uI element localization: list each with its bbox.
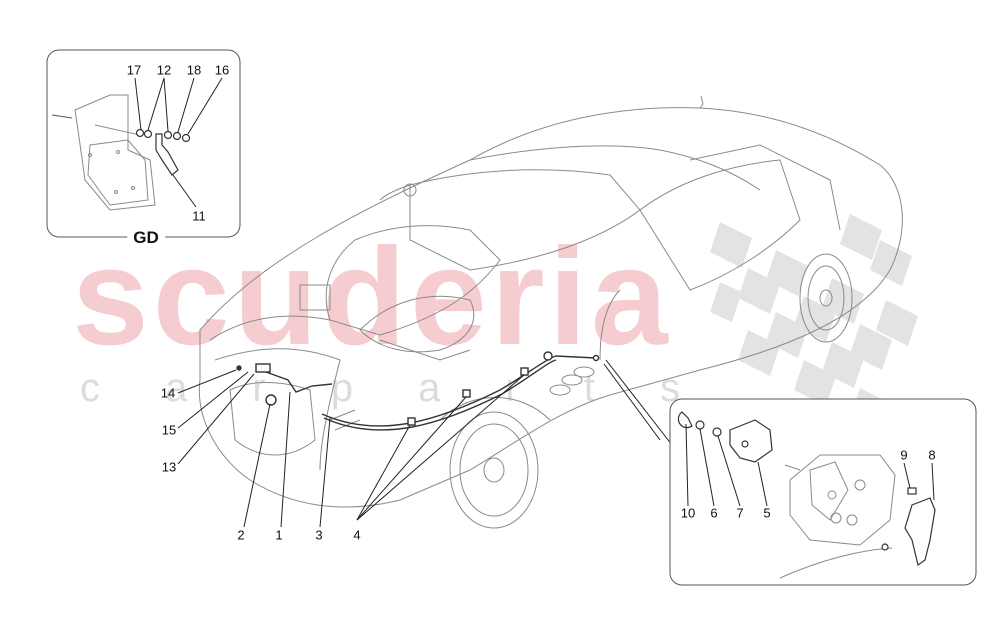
watermark-letter: r — [252, 366, 266, 410]
watermark-letter: a — [418, 366, 441, 410]
callout-2: 2 — [237, 527, 245, 543]
callout-9: 9 — [900, 447, 908, 463]
gd-inset-label: GD — [127, 228, 165, 248]
callout-13: 13 — [161, 459, 177, 475]
callout-1: 1 — [275, 527, 283, 543]
callout-18: 18 — [186, 62, 202, 78]
watermark-letter: p — [330, 366, 354, 410]
watermark-subtitle: c a r p a r t s — [80, 368, 680, 408]
callout-6: 6 — [710, 505, 718, 521]
callout-5: 5 — [763, 505, 771, 521]
callout-3: 3 — [315, 527, 323, 543]
watermark-letter: s — [659, 366, 680, 410]
callout-10: 10 — [680, 505, 696, 521]
callout-16: 16 — [214, 62, 230, 78]
callout-12: 12 — [156, 62, 172, 78]
callout-8: 8 — [928, 447, 936, 463]
callout-11: 11 — [192, 208, 206, 224]
watermark-brand: scuderia — [72, 220, 672, 374]
callout-15: 15 — [161, 422, 177, 438]
callout-7: 7 — [736, 505, 744, 521]
watermark-letter: c — [80, 366, 100, 410]
callout-14: 14 — [160, 385, 176, 401]
callout-17: 17 — [126, 62, 142, 78]
watermark-letter: t — [583, 366, 595, 410]
watermark-letter: a — [165, 366, 188, 410]
callout-4: 4 — [353, 527, 361, 543]
